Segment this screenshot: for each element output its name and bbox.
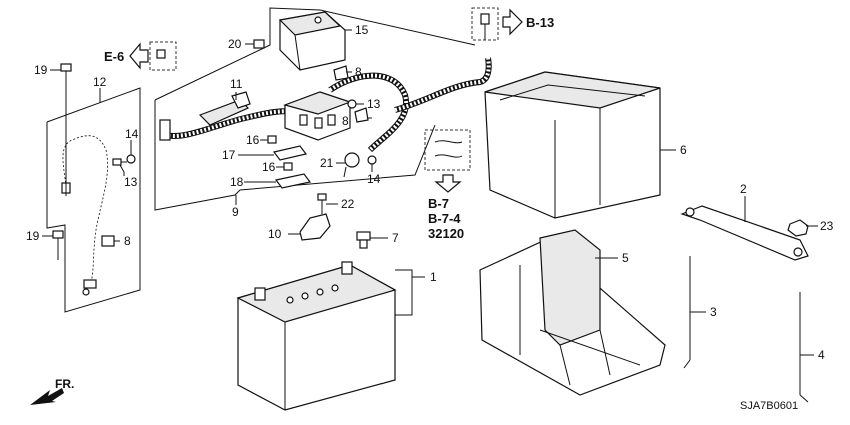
ref-b13-label: B-13	[526, 15, 554, 30]
bolt-7	[356, 231, 371, 249]
clip-8-mid	[354, 107, 369, 123]
clip-16-upper	[267, 135, 277, 144]
battery-harness	[159, 57, 492, 153]
callout-5: 5	[622, 251, 629, 265]
callout-10: 10	[268, 227, 282, 241]
callout-13-mid: 13	[367, 97, 381, 111]
bolt-20	[253, 39, 265, 49]
callout-16-lower: 16	[262, 160, 276, 174]
callout-6: 6	[680, 143, 687, 157]
callout-13-left: 13	[124, 175, 138, 189]
nut-13-mid	[347, 99, 357, 109]
callout-2: 2	[740, 182, 747, 196]
clip-8-upper	[333, 65, 349, 81]
nut-14-right	[367, 155, 377, 165]
bolt-22	[317, 193, 327, 214]
arrow-b13	[502, 8, 523, 36]
callout-3: 3	[710, 305, 717, 319]
nut-23	[787, 219, 809, 237]
bolt-19-lower	[52, 230, 64, 260]
callout-8-upper: 8	[355, 65, 362, 79]
ref-32120-label: 32120	[428, 226, 464, 241]
callout-23: 23	[820, 219, 834, 233]
setting-plate-2	[680, 205, 809, 261]
harness-group-outline	[154, 7, 476, 211]
callout-21: 21	[320, 156, 334, 170]
callout-19-lower: 19	[26, 229, 40, 243]
callout-19-upper: 19	[34, 63, 48, 77]
terminal-block	[283, 91, 352, 141]
nut-14-left	[126, 145, 136, 164]
ground-cable-group-outline	[46, 87, 141, 313]
callout-18: 18	[230, 175, 244, 189]
terminal-21	[343, 152, 360, 178]
front-arrow-icon	[30, 388, 64, 405]
ref-b7-label: B-7	[428, 196, 449, 211]
callout-7: 7	[392, 231, 399, 245]
ref-e6-label: E-6	[104, 49, 124, 64]
callout-17: 17	[222, 148, 236, 162]
battery-box-6	[484, 71, 661, 219]
callout-8-mid: 8	[342, 114, 349, 128]
callout-16-upper: 16	[246, 133, 260, 147]
callout-1: 1	[430, 270, 437, 284]
arrow-b7	[434, 174, 462, 193]
battery-1	[236, 261, 397, 411]
front-label: FR.	[55, 377, 74, 391]
callout-22: 22	[341, 197, 355, 211]
stay-10	[299, 213, 331, 241]
callout-11: 11	[230, 77, 243, 91]
holder-17	[272, 145, 308, 161]
callout-14-left: 14	[125, 127, 139, 141]
callout-8-left: 8	[124, 234, 131, 248]
ref-box-b7	[424, 129, 471, 171]
bolt-13-left	[112, 158, 127, 173]
callout-9: 9	[232, 205, 239, 219]
bolt-19-upper	[60, 63, 72, 196]
callout-20: 20	[228, 37, 242, 51]
clip-8-left	[101, 235, 115, 247]
callout-15: 15	[355, 23, 369, 37]
callout-4: 4	[818, 348, 825, 362]
diagram-code: SJA7B0601	[740, 400, 798, 412]
callout-12: 12	[93, 75, 107, 89]
ref-box-b13	[471, 7, 499, 41]
ref-b74-label: B-7-4	[428, 211, 461, 226]
battery-tray-5	[479, 229, 666, 396]
callout-14-right: 14	[367, 172, 381, 186]
rod-3	[683, 256, 691, 369]
leader-lines	[42, 29, 818, 356]
ground-cable	[61, 134, 110, 296]
holder-18	[274, 173, 312, 189]
arrow-e6	[129, 42, 149, 70]
ref-box-e6	[149, 41, 177, 71]
fuse-box-15	[278, 11, 346, 71]
clip-16-lower	[283, 162, 293, 171]
rod-4	[799, 292, 809, 403]
